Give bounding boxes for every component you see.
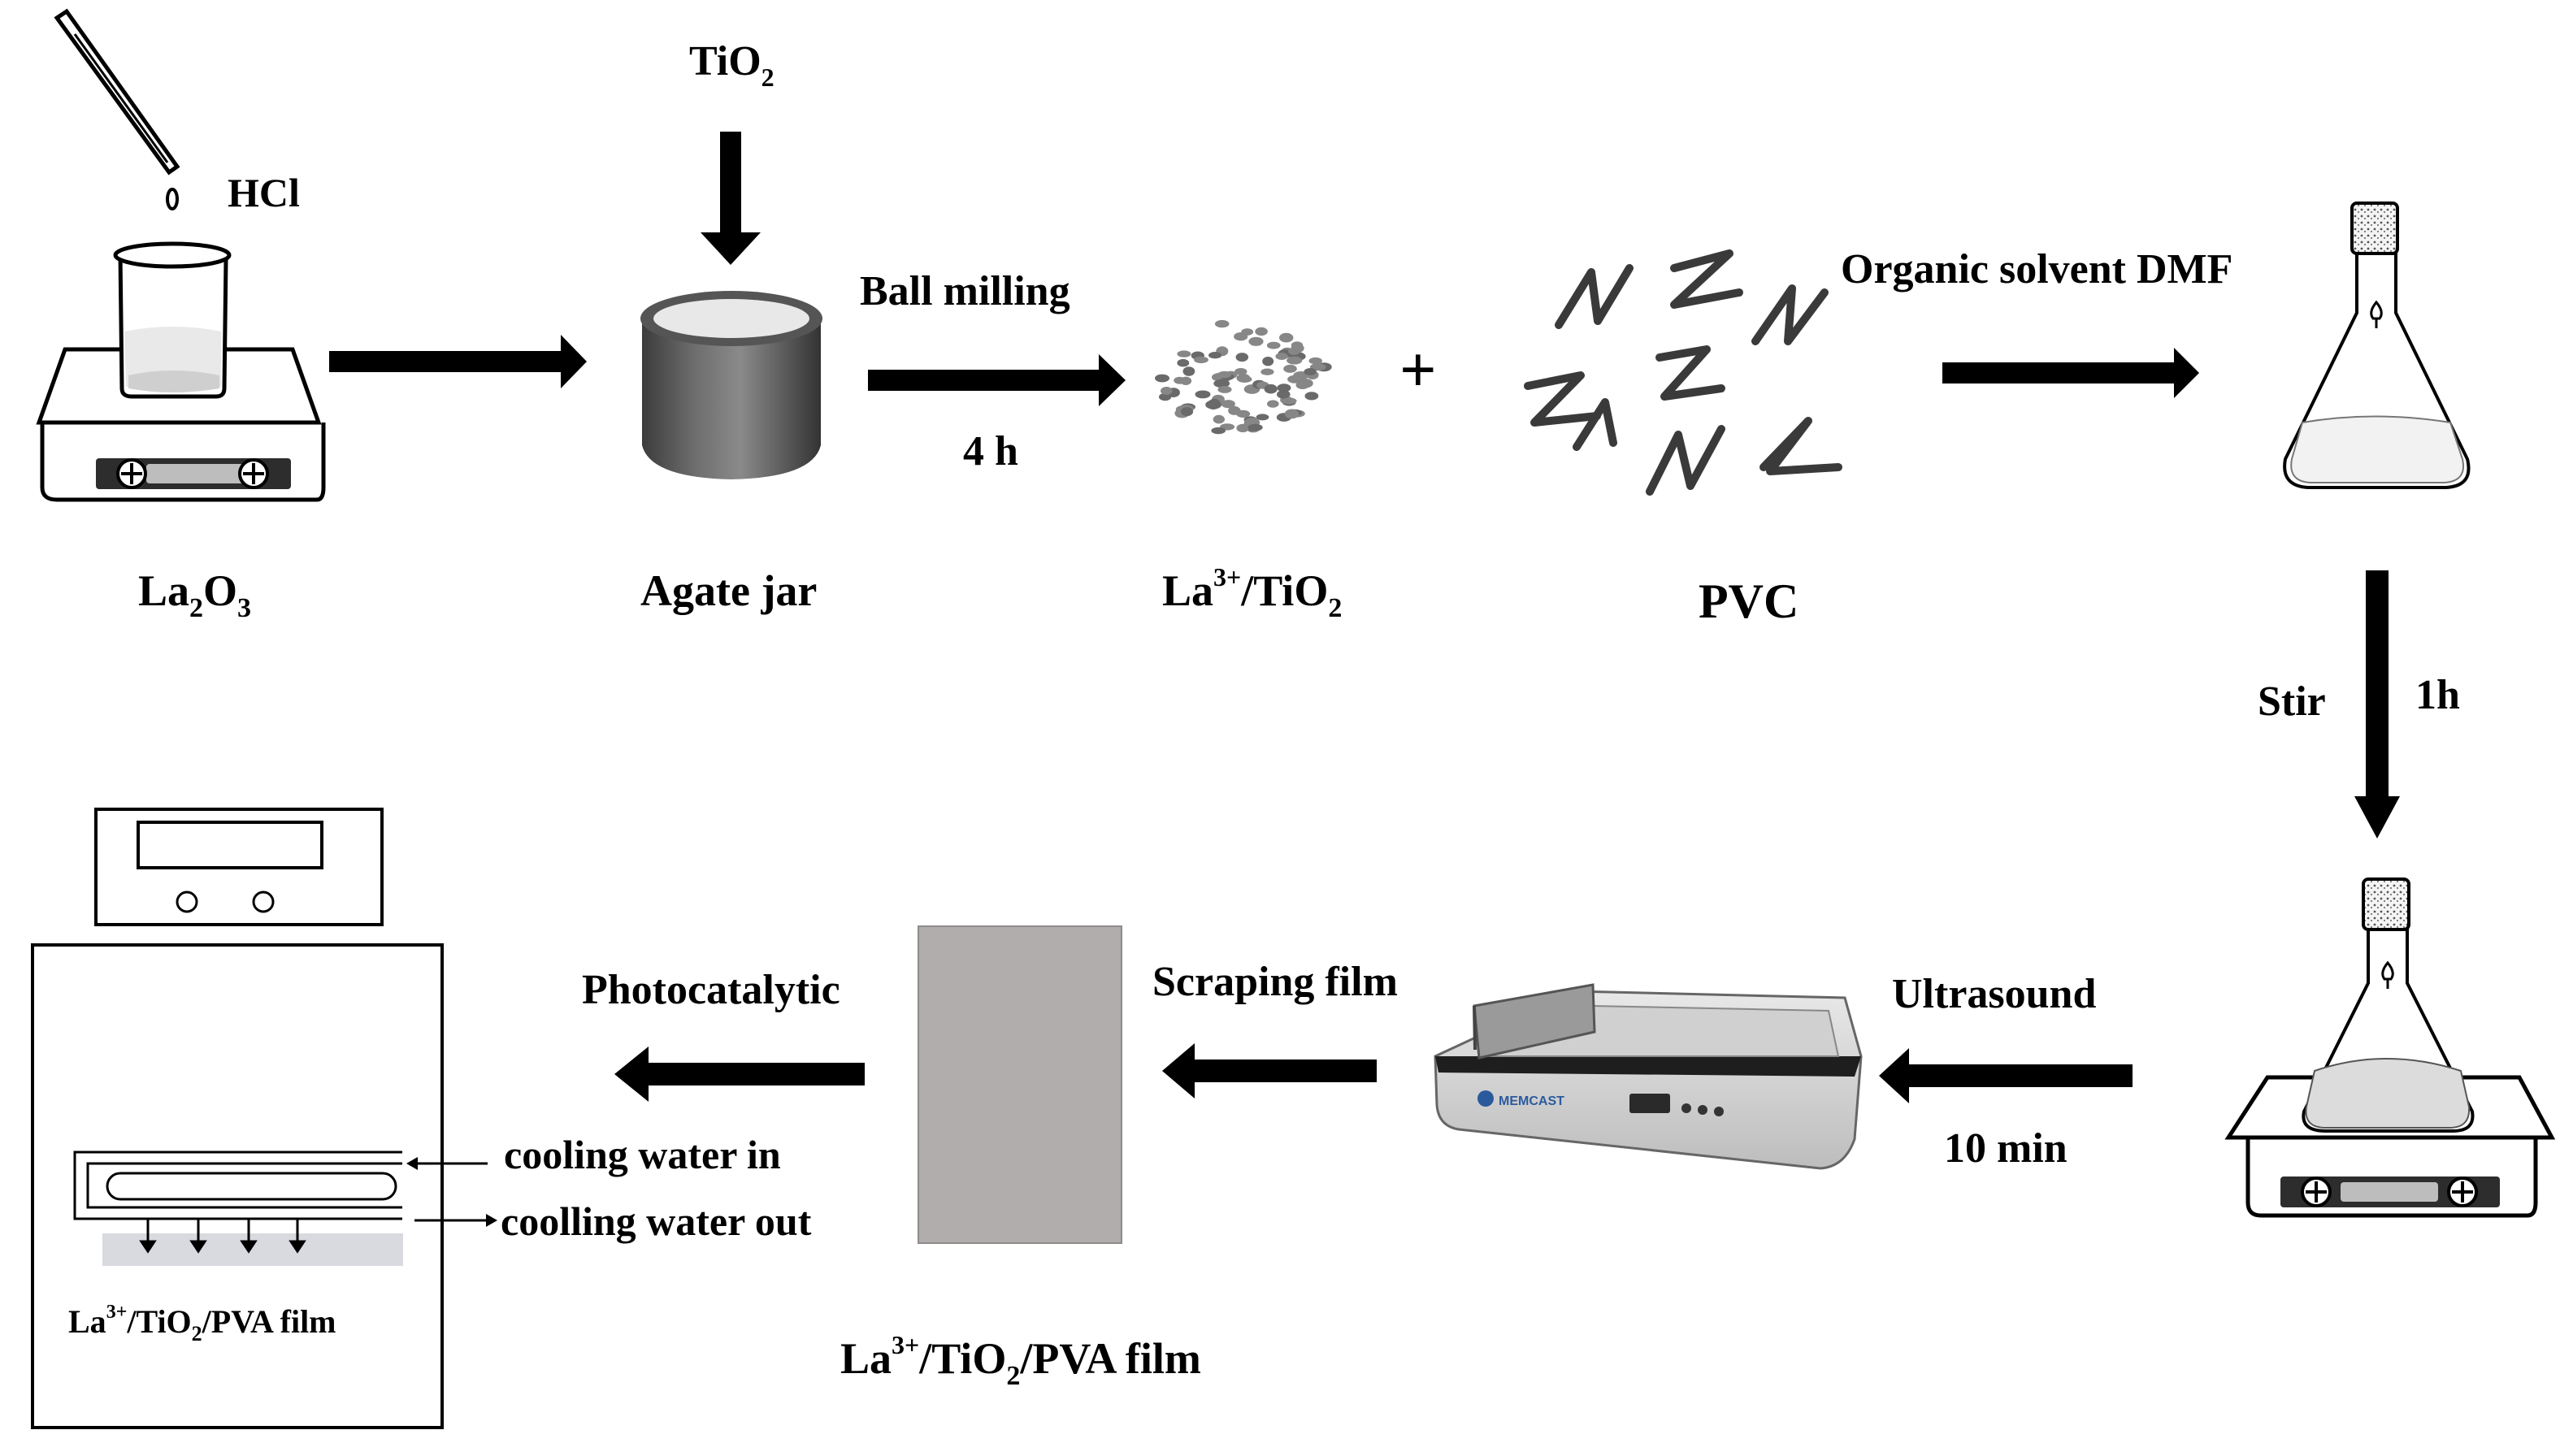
particle [1234, 368, 1247, 375]
particle [1177, 350, 1191, 358]
uv-lamp-tube [106, 1172, 397, 1201]
agate-jar-icon [640, 291, 822, 479]
particle [1304, 368, 1317, 375]
particle [1208, 352, 1222, 359]
tio2-label: TiO2 [689, 38, 775, 92]
particle [1304, 392, 1319, 401]
film-sample-in-reactor [102, 1233, 403, 1266]
droplet-icon [166, 188, 179, 210]
la2o3-label: La2O3 [138, 566, 251, 623]
arrow-left-icon [1879, 1048, 2133, 1103]
particle [1177, 358, 1190, 367]
film-label: La3+/TiO2/PVA film [840, 1330, 1201, 1391]
arrow-down-icon [2354, 570, 2400, 838]
hot-plate-beaker-icon [36, 241, 326, 502]
plus-sign: + [1399, 335, 1437, 406]
particle [1277, 390, 1291, 399]
particle [1161, 387, 1173, 395]
cooling-out-arrow-icon [414, 1214, 497, 1227]
cooling-jacket [73, 1150, 402, 1220]
particle [1282, 397, 1297, 405]
particle [1247, 423, 1263, 431]
flask-on-stirrer-icon [2224, 878, 2556, 1218]
light-arrows-icon [139, 1219, 306, 1254]
particle [1308, 357, 1322, 365]
particle [1264, 384, 1278, 394]
ultrasound-time-label: 10 min [1944, 1125, 2068, 1172]
particle [1266, 341, 1281, 349]
scraping-film-label: Scraping film [1152, 959, 1398, 1005]
particle [1255, 327, 1268, 336]
particle [1284, 409, 1300, 419]
ball-milling-label: Ball milling [860, 268, 1070, 314]
particle [1195, 390, 1211, 399]
photocatalytic-label: Photocatalytic [582, 967, 840, 1013]
hcl-label: HCl [228, 170, 300, 215]
particle [1295, 380, 1310, 389]
controller-knob [176, 890, 198, 913]
cooling-in-arrow-icon [406, 1157, 488, 1170]
particle [1262, 357, 1274, 366]
arrow-right-icon [329, 335, 587, 388]
particle [1221, 400, 1235, 409]
particle [1214, 319, 1230, 328]
particle [1217, 385, 1232, 393]
particle [1155, 374, 1169, 383]
particle [1236, 373, 1251, 383]
particle [1235, 353, 1249, 362]
pvc-polymer-chains-icon [1524, 249, 1842, 496]
particle [1283, 364, 1297, 373]
la-tio2-label: La3+/TiO2 [1162, 562, 1342, 623]
arrow-left-icon [1162, 1043, 1377, 1098]
particle [1279, 332, 1294, 343]
arrow-right-icon [1942, 348, 2199, 398]
arrow-left-icon [614, 1046, 865, 1102]
particle [1267, 400, 1279, 408]
particle [1182, 366, 1195, 376]
particle [1248, 336, 1264, 346]
photoreactor-icon [31, 808, 444, 1429]
particle [1234, 332, 1248, 341]
ultrasound-label: Ultrasound [1892, 971, 2096, 1017]
particle [1180, 376, 1192, 385]
particle [1291, 344, 1304, 353]
particle [1217, 370, 1232, 379]
stir-label: Stir [2258, 678, 2326, 725]
cooling-water-in-label: cooling water in [504, 1132, 781, 1177]
particle [1211, 427, 1226, 435]
device-brand-label: MEMCAST [1499, 1094, 1564, 1108]
particle [1205, 400, 1221, 410]
film-applicator-device-icon: MEMCAST [1434, 983, 1863, 1170]
particle [1213, 414, 1226, 424]
particle [1287, 356, 1303, 365]
particle [1260, 368, 1274, 375]
cooling-water-out-label: coolling water out [501, 1198, 812, 1244]
reactor-film-label: La3+/TiO2/PVA film [68, 1302, 336, 1346]
film-sample [918, 925, 1122, 1244]
ball-milling-time-label: 4 h [963, 428, 1018, 474]
controller-display [137, 821, 323, 869]
organic-solvent-label: Organic solvent DMF [1841, 246, 2232, 292]
arrow-down-icon [701, 132, 761, 265]
agate-jar-label: Agate jar [640, 566, 817, 615]
particle [1228, 405, 1241, 415]
particle [1275, 353, 1288, 360]
particle [1277, 384, 1291, 392]
pvc-label: PVC [1699, 574, 1799, 628]
controller-knob [252, 890, 275, 913]
particle [1213, 379, 1230, 388]
particle [1256, 414, 1269, 421]
particle [1181, 407, 1194, 417]
particle [1194, 356, 1208, 364]
pipette-icon [54, 8, 180, 210]
erlenmeyer-flask-icon [2283, 202, 2471, 489]
particle [1236, 423, 1249, 433]
la-tio2-particles-icon [1155, 319, 1332, 435]
stir-time-label: 1h [2415, 672, 2460, 718]
arrow-right-icon [868, 354, 1126, 406]
